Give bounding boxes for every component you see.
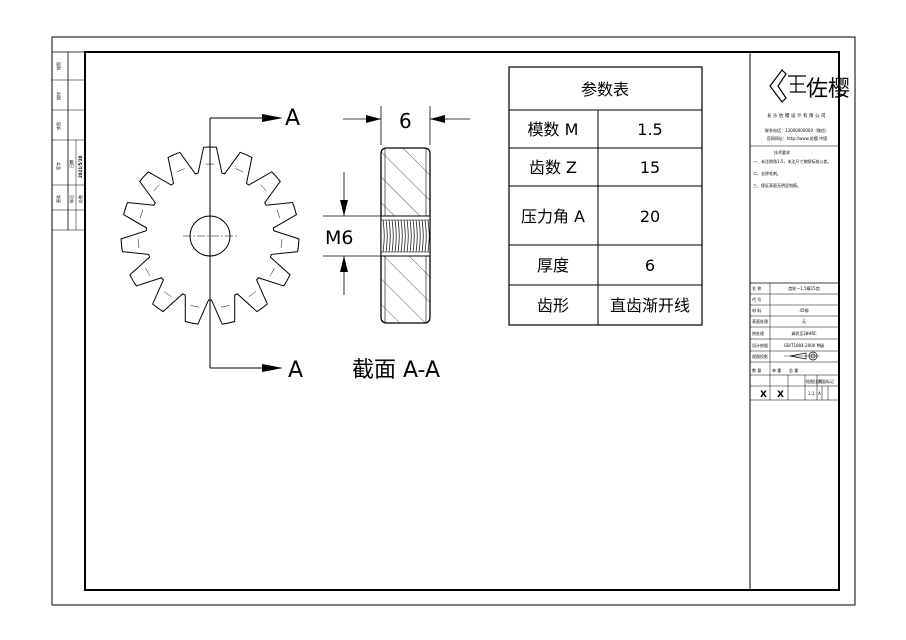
title-block: 佐樱 长沙佐樱设计有限公司 联系电话：13000000000（微信） 官网网址：… (749, 52, 850, 590)
param-label-teeth: 齿数 Z (529, 158, 577, 177)
pitch-mark (153, 184, 160, 192)
param-table-title: 参数表 (581, 80, 629, 99)
tb-value-material: 45钢 (799, 307, 808, 313)
logo-text: 佐樱 (806, 77, 850, 102)
pitch-mark (276, 209, 280, 218)
param-label-thickness: 厚度 (537, 256, 569, 275)
outer-frame (51, 36, 856, 606)
thread-coils (382, 219, 430, 253)
section-arrow-bottom (262, 364, 283, 372)
projection-symbol-icon (784, 351, 820, 361)
strip-cell-miaotu: 描图 (55, 62, 61, 70)
tb-footer-scale: 1:1 (808, 391, 815, 396)
tb-label-heat: 热处理 (752, 330, 764, 336)
gear-front-view: A A (120, 106, 303, 383)
strip-cell-miaojiao: 描校 (55, 92, 61, 100)
strip-cell-ditu: 底图 (55, 122, 61, 130)
company-name: 长沙佐樱设计有限公司 (767, 112, 827, 119)
tb-footer-header-qty: 数 量 (752, 367, 761, 373)
thickness-dimension: 6 (399, 109, 412, 133)
thread-coil (400, 219, 403, 253)
tb-value-name: 齿轮一1.5模15齿 (788, 285, 819, 291)
thread-coil (388, 219, 391, 253)
pitch-mark (190, 305, 200, 308)
thread-coil (403, 219, 406, 253)
pitch-mark (260, 184, 267, 192)
strip-cell-date-value: 2021/5/20 (78, 155, 83, 178)
parameter-table: 参数表 模数 M 1.5 齿数 Z 15 压力角 A 20 厚度 6 齿形 直齿… (508, 66, 703, 326)
tb-footer-header-page-mark: 页面标记 (818, 378, 834, 384)
pitch-mark (220, 305, 230, 308)
thread-coil (418, 219, 421, 253)
tech-req-1: 一、未注倒角1.5，未注尺寸按照标准公差。 (753, 158, 831, 164)
section-arrow-top (262, 114, 283, 122)
tb-footer-header-unit-weight: 单 重 (772, 367, 781, 373)
tb-footer-qty: X (760, 390, 767, 400)
param-label-pressure-angle: 压力角 A (521, 207, 585, 226)
tb-value-heat: 调质至28HRC (791, 330, 817, 336)
thread-coil (421, 219, 424, 253)
company-logo: 佐樱 (769, 69, 850, 103)
pitch-mark (269, 268, 275, 276)
pitch-mark (280, 239, 283, 248)
left-binding-strip: 描图 描校 底图 签字 日期 2021/5/20 更改 标记 处数 (52, 51, 85, 231)
tb-label-standard: 设计依据 (752, 342, 768, 348)
thread-coil (382, 219, 385, 253)
param-label-profile: 齿形 (537, 296, 569, 315)
section-marker-top: A (285, 106, 300, 131)
strip-cell-change: 更改 (55, 195, 61, 203)
tb-footer-header-total-weight: 总 重 (789, 367, 798, 373)
tb-value-standard: GB/T1804-2000 M级 (784, 342, 824, 348)
thread-coil (415, 219, 418, 253)
tb-value-surface: 无 (802, 319, 806, 324)
company-website: 官网网址：http://www.佐樱.中国 (767, 135, 827, 141)
pitch-mark (140, 209, 144, 218)
pitch-mark (164, 291, 172, 297)
tb-label-name: 名 称 (752, 285, 761, 291)
param-value-teeth: 15 (640, 158, 660, 177)
strip-cell-mark: 标记 (68, 195, 74, 203)
tb-footer-page-mark: A (818, 391, 821, 396)
inner-frame (84, 51, 840, 591)
tb-label-surface: 表面处理 (752, 318, 768, 324)
strip-cell-signature: 签字 (55, 162, 61, 170)
thread-coil (409, 219, 412, 253)
thread-coil (397, 219, 400, 253)
thread-coil (391, 219, 394, 253)
pitch-mark (137, 239, 140, 248)
thread-label: M6 (325, 227, 353, 249)
gear-section-view: 6 M6 截面 A-A (323, 106, 470, 383)
param-value-profile: 直齿渐开线 (610, 296, 690, 315)
strip-cell-date: 日期 (68, 160, 74, 168)
title-block-rows: 名 称 齿轮一1.5模15齿 代 号 材 料 45钢 表面处理 无 热处理 调质… (750, 282, 839, 401)
thread-coil (424, 219, 427, 253)
tb-label-code: 代 号 (752, 296, 761, 302)
param-label-module: 模数 M (528, 120, 579, 139)
tech-req-3: 三、保证表面无明显划痕。 (753, 182, 801, 188)
thread-coil (406, 219, 409, 253)
thread-coil (394, 219, 397, 253)
pitch-mark (145, 268, 151, 276)
param-value-module: 1.5 (637, 120, 662, 139)
pitch-mark (248, 291, 256, 297)
contact-phone: 联系电话：13000000000（微信） (765, 127, 829, 133)
section-marker-bottom: A (288, 358, 303, 383)
pitch-mark (235, 168, 244, 173)
param-value-thickness: 6 (645, 256, 655, 275)
tech-req-title: 技术要求 (774, 149, 790, 155)
tb-footer-header-scale: 绘图比例 (806, 378, 822, 384)
pitch-mark (176, 168, 185, 173)
tb-label-projection: 视图投影 (752, 353, 768, 359)
tech-req-2: 二、去除毛刺。 (753, 170, 781, 176)
tb-footer-unit-weight: X (777, 390, 784, 400)
section-title: 截面 A-A (352, 358, 440, 383)
tb-label-material: 材 料 (752, 307, 761, 313)
thread-coil (385, 219, 388, 253)
strip-cell-count: 处数 (77, 195, 83, 203)
thread-coil (427, 219, 430, 253)
thread-coil (412, 219, 415, 253)
param-value-pressure-angle: 20 (640, 207, 660, 226)
